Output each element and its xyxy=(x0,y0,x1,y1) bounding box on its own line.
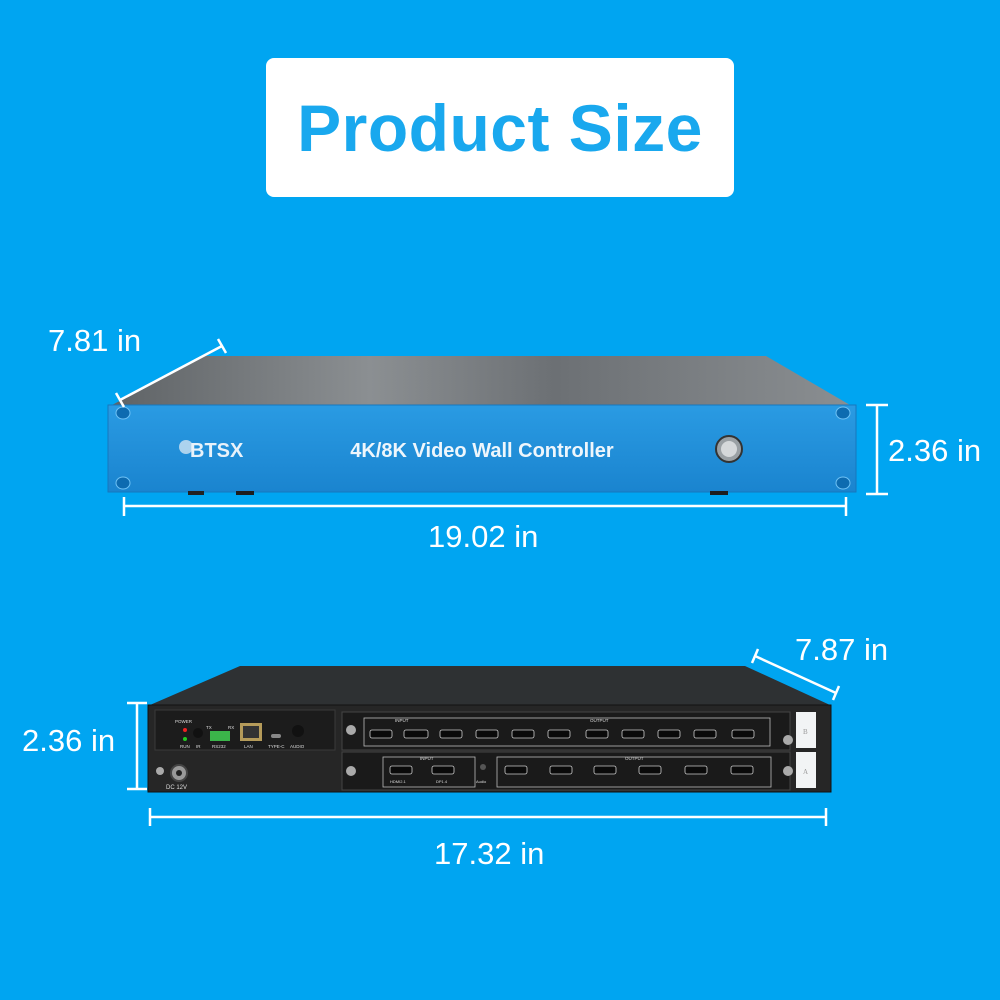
hdmi-port xyxy=(511,729,535,739)
hdmi-port xyxy=(389,765,413,775)
page-title: Product Size xyxy=(297,90,703,165)
svg-text:IR: IR xyxy=(196,744,201,749)
hdmi-port xyxy=(547,729,571,739)
svg-text:DP1.4: DP1.4 xyxy=(436,779,448,784)
brand-logo: BTSX xyxy=(179,440,244,462)
front-width-line xyxy=(122,497,848,516)
front-depth-label: 7.81 in xyxy=(48,323,142,358)
svg-text:DC 12V: DC 12V xyxy=(166,785,187,791)
front-width-label: 19.02 in xyxy=(428,519,539,554)
svg-text:AUDIO: AUDIO xyxy=(290,744,305,749)
back-width-line xyxy=(148,808,828,826)
front-depth-line xyxy=(114,338,228,408)
back-height-line xyxy=(127,701,147,791)
svg-text:RX: RX xyxy=(228,725,234,730)
svg-text:INPUT: INPUT xyxy=(420,756,434,761)
power-button[interactable] xyxy=(715,435,743,463)
slot-b-card: INPUT OUTPUT B xyxy=(341,711,816,751)
svg-text:POWER: POWER xyxy=(175,719,193,724)
hdmi-port xyxy=(730,765,754,775)
back-depth-line xyxy=(750,648,841,701)
hdmi-port xyxy=(504,765,528,775)
hdmi-port xyxy=(593,765,617,775)
back-width-label: 17.32 in xyxy=(434,836,545,871)
model-label: 4K/8K Video Wall Controller xyxy=(350,440,614,462)
back-depth-label: 7.87 in xyxy=(795,632,889,667)
hdmi-port xyxy=(585,729,609,739)
svg-text:RS232: RS232 xyxy=(212,744,226,749)
hdmi-port xyxy=(549,765,573,775)
hdmi-port xyxy=(403,729,429,739)
front-device-top xyxy=(112,356,850,405)
hdmi-port xyxy=(439,729,463,739)
hdmi-port xyxy=(621,729,645,739)
title-box: Product Size xyxy=(266,58,734,197)
svg-text:B: B xyxy=(803,728,808,736)
svg-text:OUTPUT: OUTPUT xyxy=(590,718,609,723)
hdmi-port xyxy=(475,729,499,739)
svg-text:BTSX: BTSX xyxy=(190,440,244,462)
svg-text:HDMI2.1: HDMI2.1 xyxy=(390,779,407,784)
svg-text:RUN: RUN xyxy=(180,744,190,749)
hdmi-port xyxy=(431,765,455,775)
svg-text:INPUT: INPUT xyxy=(395,718,409,723)
svg-text:Audio: Audio xyxy=(476,779,487,784)
hdmi-port xyxy=(684,765,708,775)
front-device: BTSX 4K/8K Video Wall Controller xyxy=(107,338,888,516)
svg-text:OUTPUT: OUTPUT xyxy=(625,756,644,761)
hdmi-port xyxy=(731,729,755,739)
hdmi-port xyxy=(369,729,393,739)
back-height-label: 2.36 in xyxy=(22,723,116,758)
front-height-line xyxy=(866,403,888,496)
svg-text:TYPE-C: TYPE-C xyxy=(268,744,285,749)
back-device: POWER RUN IR TX RX RS232 LAN TYPE-C AUDIO… xyxy=(127,648,841,826)
svg-text:A: A xyxy=(803,768,808,776)
svg-text:TX: TX xyxy=(206,725,212,730)
hdmi-port xyxy=(638,765,662,775)
svg-text:LAN: LAN xyxy=(244,744,253,749)
hdmi-port xyxy=(657,729,681,739)
slot-a-card: INPUT OUTPUT HDMI2.1 DP1.4 Audio A xyxy=(341,751,816,791)
hdmi-port xyxy=(693,729,717,739)
back-device-top xyxy=(150,666,830,705)
front-height-label: 2.36 in xyxy=(888,433,982,468)
